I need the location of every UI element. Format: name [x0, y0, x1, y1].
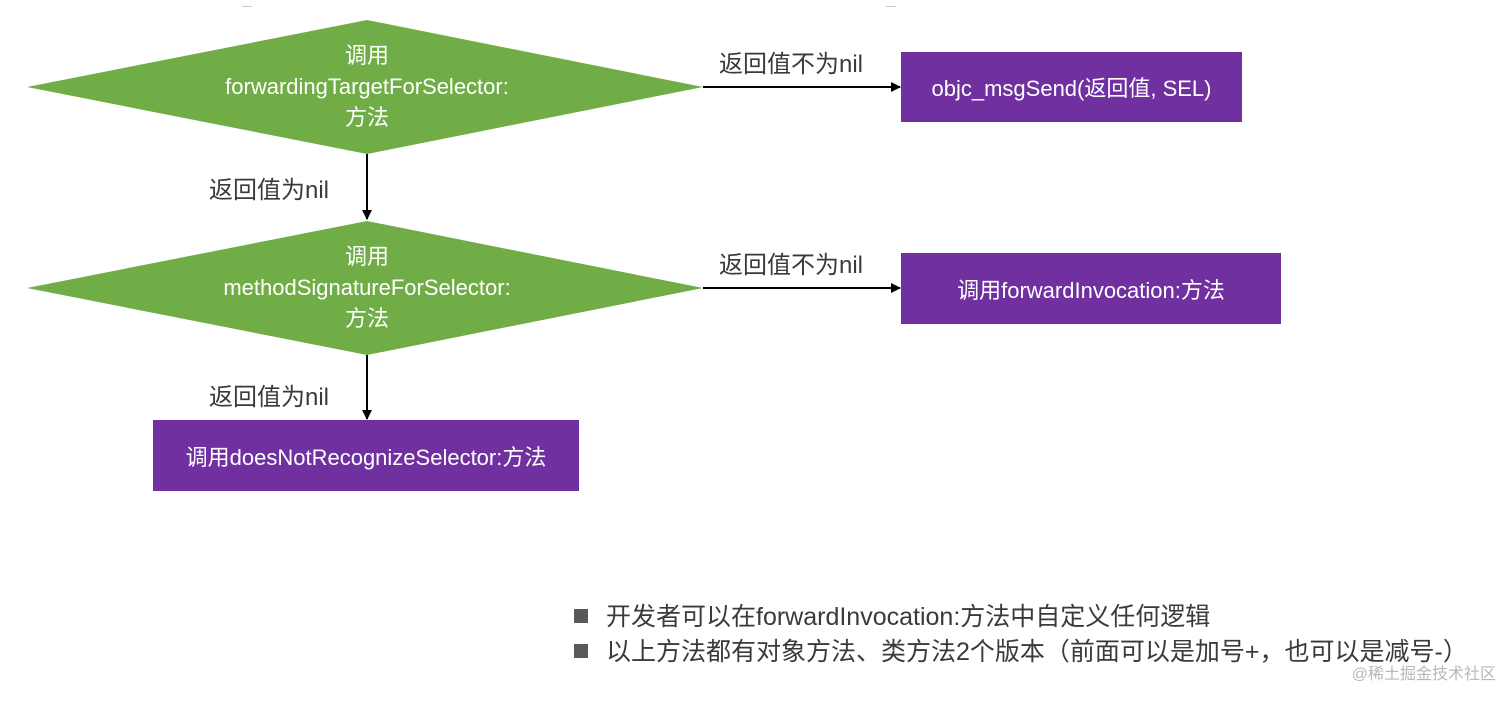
decision-diamond-method-signature — [27, 221, 703, 355]
edge-label-d1-not-nil: 返回值不为nil — [719, 51, 864, 78]
edge-label-d1-nil: 返回值为nil — [209, 177, 330, 204]
diamond1-line3: 方法 — [344, 105, 389, 130]
note-item: 开发者可以在forwardInvocation:方法中自定义任何逻辑 — [574, 597, 1210, 633]
diamond1-line2: forwardingTargetForSelector: — [225, 74, 509, 99]
diamond2-line2: methodSignatureForSelector: — [223, 275, 511, 300]
square-bullet-icon — [574, 609, 588, 624]
diamond2-label: 调用 methodSignatureForSelector: 方法 — [167, 241, 567, 334]
watermark: @稀土掘金技术社区 — [1351, 666, 1496, 683]
edge-label-d2-nil: 返回值为nil — [209, 384, 330, 411]
note-text: 以上方法都有对象方法、类方法2个版本（前面可以是加号+，也可以是减号-） — [606, 638, 1468, 666]
diamond1-label: 调用 forwardingTargetForSelector: 方法 — [167, 40, 567, 133]
diamond1-line1: 调用 — [344, 43, 389, 68]
note-item: 以上方法都有对象方法、类方法2个版本（前面可以是加号+，也可以是减号-） — [574, 632, 1468, 668]
diamond2-line1: 调用 — [344, 244, 389, 269]
note-text: 开发者可以在forwardInvocation:方法中自定义任何逻辑 — [606, 603, 1211, 631]
top-edge-tick-right — [886, 6, 896, 7]
decision-diamond-forwarding-target — [27, 20, 703, 154]
top-edge-tick-left — [242, 6, 252, 7]
diamond2-line3: 方法 — [344, 306, 389, 331]
square-bullet-icon — [574, 644, 588, 659]
does-not-recognize-selector-box: 调用doesNotRecognizeSelector:方法 — [153, 420, 579, 491]
forward-invocation-box: 调用forwardInvocation:方法 — [901, 253, 1281, 324]
edge-label-d2-not-nil: 返回值不为nil — [719, 252, 864, 279]
objc-msgsend-box: objc_msgSend(返回值, SEL) — [901, 52, 1242, 122]
